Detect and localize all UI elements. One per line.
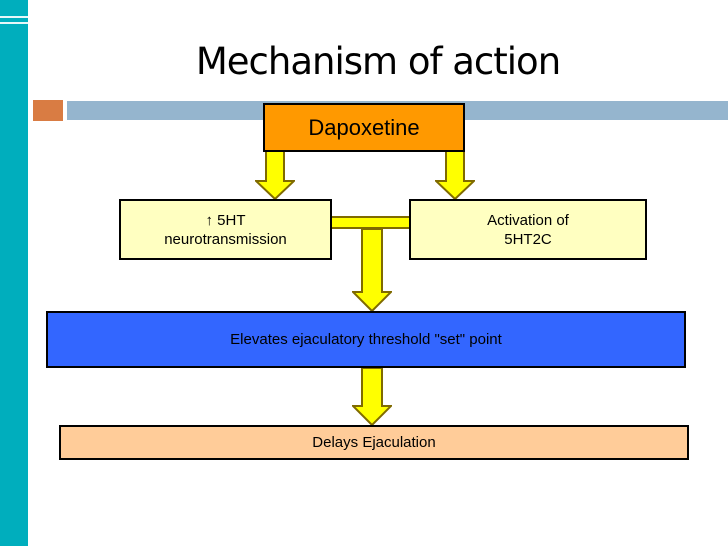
node-delays-ejaculation: Delays Ejaculation [59,425,689,460]
node-activation-line1: Activation of [487,211,569,229]
node-dapoxetine: Dapoxetine [263,103,465,152]
theme-side-strip [0,0,28,546]
node-5ht-line2: neurotransmission [164,230,287,248]
node-activation-5ht2c: Activation of 5HT2C [409,199,647,260]
horizontal-connector-bar [330,216,411,229]
node-dapoxetine-label: Dapoxetine [308,114,420,140]
side-strip-tick [0,22,28,24]
down-arrow-icon [255,151,295,200]
node-elevates-threshold-label: Elevates ejaculatory threshold "set" poi… [230,331,502,348]
title-underline-accent-square [33,100,63,121]
side-strip-tick [0,16,28,18]
node-activation-line2: 5HT2C [504,230,552,248]
node-delays-ejaculation-label: Delays Ejaculation [312,434,436,451]
down-arrow-icon [435,151,475,200]
node-5ht-neurotransmission: ↑ 5HT neurotransmission [119,199,332,260]
node-5ht-line1: ↑ 5HT [205,211,246,229]
down-arrow-icon [352,229,392,312]
node-elevates-threshold: Elevates ejaculatory threshold "set" poi… [46,311,686,368]
slide-title: Mechanism of action [195,40,561,83]
down-arrow-icon [352,368,392,426]
